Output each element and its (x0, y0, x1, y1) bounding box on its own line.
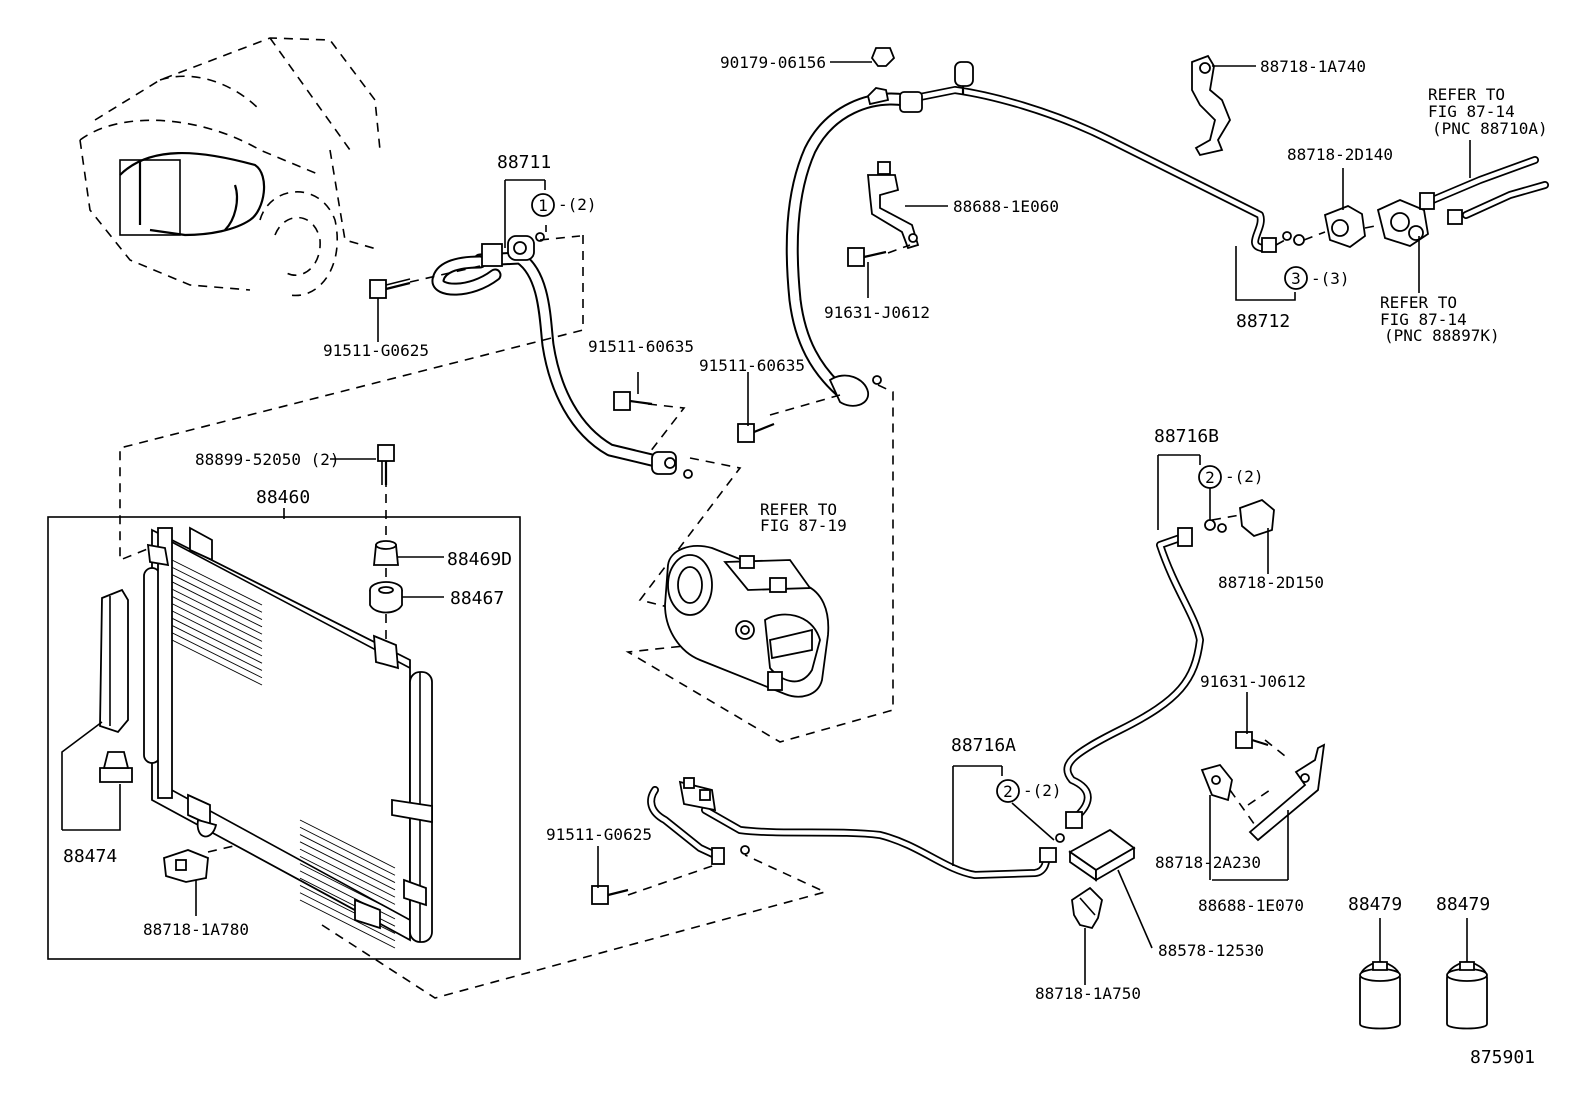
label-91511-G0625-bottom: 91511-G0625 (546, 825, 652, 844)
diagram-code: 875901 (1470, 1047, 1535, 1068)
label-refer-8719-2: FIG 87-19 (760, 516, 847, 535)
label-refer-8714b-2: FIG 87-14 (1380, 310, 1467, 329)
liquid-pipe-88716A (647, 777, 1065, 879)
label-88718-1A740: 88718-1A740 (1260, 57, 1366, 76)
callout-2-lower: 2 -(2) (996, 779, 1062, 803)
label-88718-1A780: 88718-1A780 (143, 920, 249, 939)
clamp-88718-1A750 (1071, 886, 1103, 930)
bolt-91511-60635-a (613, 391, 653, 411)
callout-1-qty: -(2) (558, 195, 597, 214)
discharge-hose-88712 (785, 61, 1277, 407)
bracket-88688-1E070 (1248, 743, 1326, 842)
label-88718-1A750: 88718-1A750 (1035, 984, 1141, 1003)
label-88469D: 88469D (447, 549, 512, 570)
label-88718-2A230: 88718-2A230 (1155, 853, 1261, 872)
label-88688-1E060: 88688-1E060 (953, 197, 1059, 216)
leader-lines (61, 61, 1468, 985)
callout-1: 1 -(2) (531, 193, 597, 217)
liquid-pipe-88716B (1063, 498, 1275, 829)
fittings-88718-2D140 (1282, 199, 1429, 249)
label-88899-52050: 88899-52050 (2) (195, 450, 340, 469)
label-91631-J0612-right: 91631-J0612 (1200, 672, 1306, 691)
nut-90179-06156 (867, 47, 896, 106)
callout-3-number: 3 (1291, 269, 1301, 288)
label-refer-8714a-3: (PNC 88710A) (1432, 119, 1548, 138)
label-88718-2D150: 88718-2D150 (1218, 573, 1324, 592)
clamp-88718-1A780 (163, 849, 209, 883)
pad-88578-12530 (1068, 828, 1136, 882)
callout-2-lower-number: 2 (1003, 782, 1013, 801)
callout-2-upper-qty: -(2) (1225, 467, 1264, 486)
bolt-91511-G0625-top (369, 278, 411, 299)
label-refer-8719-1: REFER TO (760, 500, 837, 519)
callout-3: 3 -(3) (1284, 266, 1350, 290)
cushion-88467 (369, 581, 403, 614)
label-88467: 88467 (450, 588, 504, 609)
label-91511-60635-b: 91511-60635 (699, 356, 805, 375)
bolt-91631-J0612-right (1235, 731, 1269, 749)
dryer-88474 (99, 588, 133, 783)
callout-1-number: 1 (538, 196, 548, 215)
label-refer-8714a-1: REFER TO (1428, 85, 1505, 104)
bolt-91511-60635-b (737, 422, 775, 443)
label-88712: 88712 (1236, 311, 1290, 332)
callout-2-lower-qty: -(2) (1023, 781, 1062, 800)
label-refer-8714b-3: (PNC 88897K) (1384, 326, 1500, 345)
label-91631-J0612-top: 91631-J0612 (824, 303, 930, 322)
label-refer-8714a-2: FIG 87-14 (1428, 102, 1515, 121)
vehicle-locator-sketch (79, 37, 381, 297)
label-88716A: 88716A (951, 735, 1016, 756)
bushing-88469D (373, 540, 399, 566)
bolt-91631-J0612-top (847, 247, 887, 267)
label-88716B: 88716B (1154, 426, 1219, 447)
label-88479-b: 88479 (1436, 894, 1490, 915)
oil-can-88479-a (1359, 961, 1401, 1030)
bracket-88688-1E060 (867, 161, 920, 250)
label-88688-1E070: 88688-1E070 (1198, 896, 1304, 915)
label-88711: 88711 (497, 152, 551, 173)
bracket-88718-1A740 (1191, 54, 1232, 157)
label-88578-12530: 88578-12530 (1158, 941, 1264, 960)
suction-hose-88711 (431, 232, 693, 479)
bolt-91511-G0625-bottom (591, 885, 629, 905)
dashed-connection-lines (119, 224, 1381, 999)
label-88479-a: 88479 (1348, 894, 1402, 915)
callout-2-upper: 2 -(2) (1198, 465, 1264, 489)
oil-can-88479-b (1446, 961, 1488, 1030)
pipes-to-fig-87-14 (1419, 140, 1549, 225)
part-labels: 90179-06156 88718-1A740 REFER TO FIG 87-… (63, 53, 1548, 1068)
compressor (664, 545, 830, 698)
callout-2-upper-number: 2 (1205, 468, 1215, 487)
label-90179-06156: 90179-06156 (720, 53, 826, 72)
bolt-88899-52050 (377, 444, 395, 485)
callout-3-qty: -(3) (1311, 269, 1350, 288)
label-88460: 88460 (256, 487, 310, 508)
label-refer-8714b-1: REFER TO (1380, 293, 1457, 312)
label-88718-2D140: 88718-2D140 (1287, 145, 1393, 164)
label-88474: 88474 (63, 846, 117, 867)
clamp-88718-2A230 (1200, 763, 1233, 802)
label-91511-60635-a: 91511-60635 (588, 337, 694, 356)
label-91511-G0625-top: 91511-G0625 (323, 341, 429, 360)
condenser-88460 (143, 526, 433, 949)
